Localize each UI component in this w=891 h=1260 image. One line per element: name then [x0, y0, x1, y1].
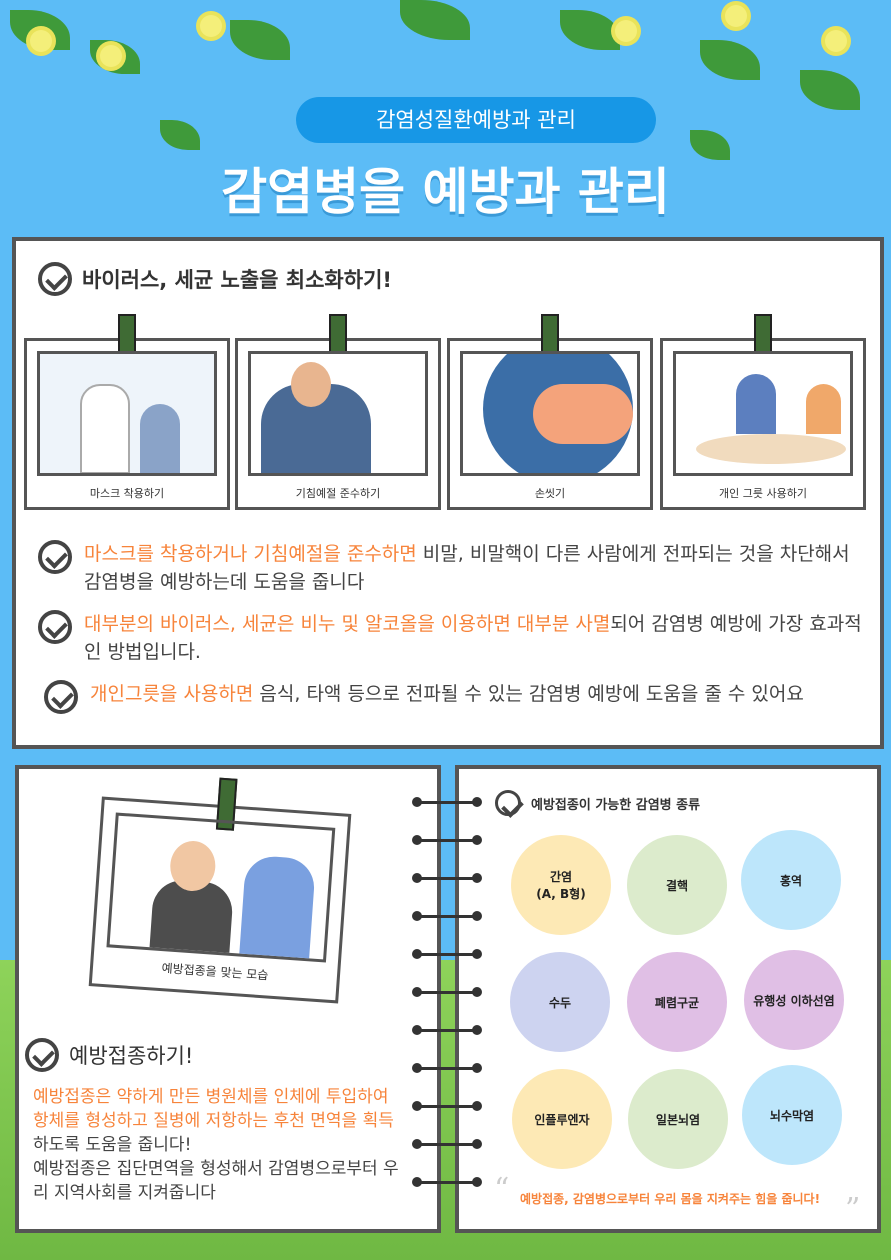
bullet-text: 되어 감염병 예방에 가장 효과적인 방법입니다.	[84, 613, 862, 663]
photo-caption: 개인 그릇 사용하기	[719, 487, 807, 500]
bullet-dish: 개인그릇을 사용하면 음식, 타액 등으로 전파될 수 있는 감염병 예방에 도…	[44, 680, 874, 714]
bullet-mask: 마스크를 착용하거나 기침예절을 준수하면 비말, 비말핵이 다른 사람에게 전…	[38, 540, 868, 596]
bullet-highlight: 개인그릇을 사용하면	[90, 683, 254, 705]
quote-open-icon: “	[494, 1172, 510, 1207]
photo-vaccination: 예방접종을 맞는 모습	[88, 777, 352, 1004]
heading-text: 바이러스, 세균 노출을 최소화하기!	[82, 268, 392, 292]
disease-pneumococcus: 폐렴구균	[627, 952, 727, 1052]
disease-hepatitis: 간염 (A, B형)	[511, 835, 611, 935]
check-icon	[25, 1038, 59, 1072]
exposure-heading: 바이러스, 세균 노출을 최소화하기!	[38, 262, 392, 296]
subtitle-pill: 감염성질환예방과 관리	[296, 97, 656, 143]
photo-mask: 마스크 착용하기	[24, 314, 230, 510]
photo-caption: 손씻기	[534, 487, 566, 500]
para-text: 예방접종은 집단면역을 형성해서 감염병으로부터 우리 지역사회를 지켜줍니다	[33, 1159, 399, 1203]
bullet-highlight: 마스크를 착용하거나 기침예절을 준수하면	[84, 543, 417, 565]
quote-close-icon: ”	[845, 1192, 861, 1227]
bullet-highlight: 대부분의 바이러스, 세균은 비누 및 알코올을 이용하면 대부분 사멸	[84, 613, 611, 635]
heading-text: 예방접종하기!	[69, 1044, 194, 1068]
bullet-text: 음식, 타액 등으로 전파될 수 있는 감염병 예방에 도움을 줄 수 있어요	[253, 683, 804, 705]
quote-text: 예방접종, 감염병으로부터 우리 몸을 지켜주는 힘을 줍니다!	[520, 1192, 821, 1206]
heading-text: 예방접종이 가능한 감염병 종류	[531, 797, 701, 813]
disease-influenza: 인플루엔자	[512, 1069, 612, 1169]
para-text: 하도록 도움을 줍니다!	[33, 1135, 192, 1155]
page-title: 감염병을 예방과 관리	[221, 163, 670, 221]
photo-handwash: 손씻기	[447, 314, 653, 510]
photo-caption: 기침예절 준수하기	[295, 487, 381, 500]
photo-caption: 마스크 착용하기	[89, 487, 165, 500]
check-icon	[495, 790, 521, 816]
photo-personal-dish: 개인 그릇 사용하기	[660, 314, 866, 510]
bullet-soap: 대부분의 바이러스, 세균은 비누 및 알코올을 이용하면 대부분 사멸되어 감…	[38, 610, 868, 666]
check-icon	[38, 540, 72, 574]
disease-heading: 예방접종이 가능한 감염병 종류	[495, 790, 700, 816]
disease-mumps: 유행성 이하선염	[744, 950, 844, 1050]
disease-meningitis: 뇌수막염	[742, 1065, 842, 1165]
disease-chickenpox: 수두	[510, 952, 610, 1052]
para-highlight: 예방접종은 약하게 만든 병원체를 인체에 투입하여 항체를 형성하고 질병에 …	[33, 1087, 394, 1131]
disease-tuberculosis: 결핵	[627, 835, 727, 935]
vaccination-heading: 예방접종하기!	[25, 1038, 193, 1072]
disease-measles: 홍역	[741, 830, 841, 930]
vaccination-paragraph: 예방접종은 약하게 만든 병원체를 인체에 투입하여 항체를 형성하고 질병에 …	[33, 1085, 408, 1205]
check-icon	[44, 680, 78, 714]
disease-japanese-encephalitis: 일본뇌염	[628, 1069, 728, 1169]
bullet-text: 비말, 비말핵이 다른 사람에게 전파되는 것을 차단해서 감염병을 예방하는데…	[84, 543, 850, 593]
check-icon	[38, 610, 72, 644]
check-icon	[38, 262, 72, 296]
photo-cough: 기침예절 준수하기	[235, 314, 441, 510]
